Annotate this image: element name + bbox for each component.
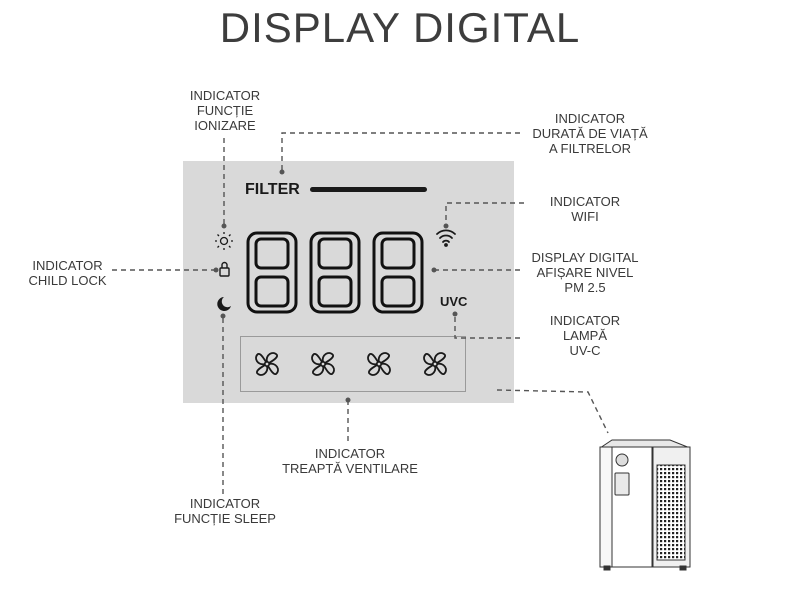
moon-icon <box>217 297 231 311</box>
digit <box>372 231 424 314</box>
uvc-label: UVC <box>440 294 468 309</box>
lock-icon <box>219 261 230 277</box>
display-panel <box>183 161 514 403</box>
page-title: DISPLAY DIGITAL <box>219 4 581 51</box>
fan-icon <box>368 353 390 375</box>
fan-icon <box>256 353 278 375</box>
fan-icon <box>312 353 334 375</box>
pm25-digits <box>246 231 424 314</box>
ionization-icon <box>215 232 233 250</box>
fan-speed-box <box>240 336 466 392</box>
leader-lines <box>112 132 609 496</box>
wifi-icon <box>436 229 456 247</box>
filter-label: FILTER <box>245 181 300 198</box>
fan-icon <box>424 353 446 375</box>
air-purifier-illustration <box>599 439 691 571</box>
digit <box>309 231 361 314</box>
digit <box>246 231 298 314</box>
filter-life-bar <box>310 187 427 192</box>
